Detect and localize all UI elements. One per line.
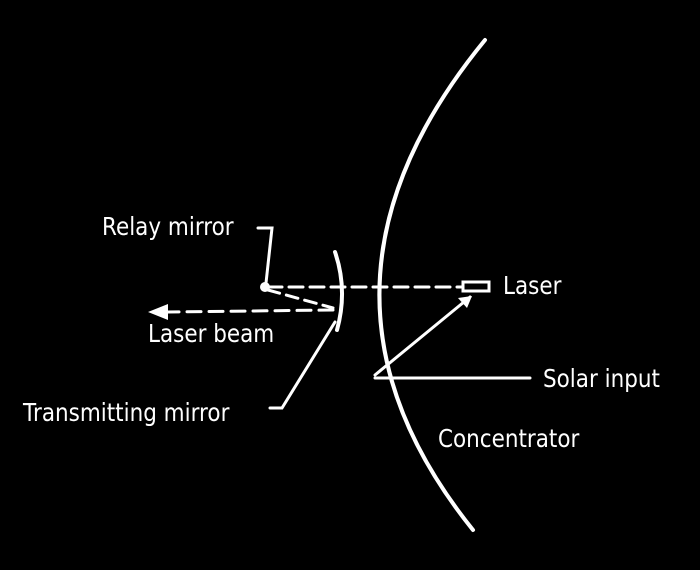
transmitting-mirror-shape bbox=[333, 250, 345, 332]
solar-to-laser-line bbox=[373, 295, 472, 377]
solar-arrowhead bbox=[458, 296, 472, 308]
label-transmitting-mirror: Transmitting mirror bbox=[23, 398, 230, 427]
label-concentrator: Concentrator bbox=[438, 424, 580, 453]
laser-beam-arrowhead bbox=[148, 304, 168, 320]
relay-mirror-dot bbox=[260, 282, 270, 292]
label-laser: Laser bbox=[503, 271, 562, 300]
beam-relay-to-transmitter bbox=[266, 288, 335, 310]
laser-rod bbox=[461, 280, 491, 293]
label-laser-beam: Laser beam bbox=[148, 319, 275, 348]
relay-mirror-leader bbox=[256, 226, 274, 285]
transmitting-mirror-leader bbox=[268, 320, 337, 410]
laser-beam-line bbox=[166, 308, 335, 314]
label-relay-mirror: Relay mirror bbox=[102, 212, 234, 241]
label-solar-input: Solar input bbox=[543, 364, 660, 393]
